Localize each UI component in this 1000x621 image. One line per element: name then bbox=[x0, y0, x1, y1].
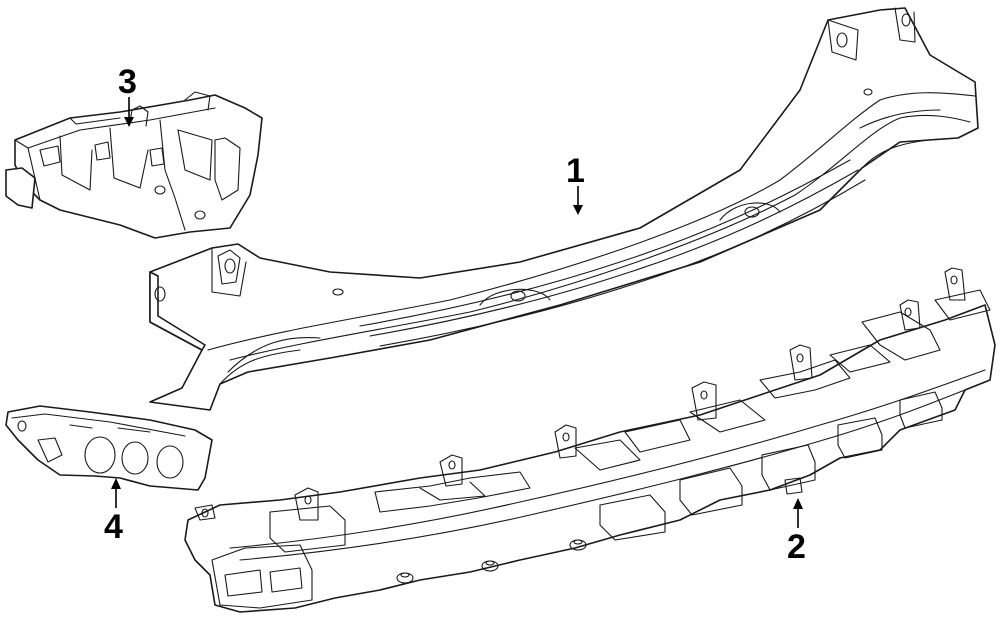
side-bracket[interactable] bbox=[5, 405, 213, 491]
callout-2: 2 bbox=[787, 498, 806, 566]
impact-bar[interactable] bbox=[149, 7, 979, 411]
arrow-head bbox=[793, 498, 803, 509]
energy-absorber[interactable] bbox=[184, 267, 996, 613]
callout-1: 1 bbox=[566, 152, 585, 215]
mount-bracket[interactable] bbox=[5, 91, 263, 239]
arrow-head bbox=[111, 478, 121, 489]
callout-4: 4 bbox=[104, 478, 123, 546]
arrow-head bbox=[573, 205, 583, 215]
callout-label: 3 bbox=[118, 63, 137, 101]
callout-label: 4 bbox=[104, 508, 123, 546]
callout-3: 3 bbox=[118, 63, 137, 127]
callout-label: 2 bbox=[787, 528, 806, 566]
callout-label: 1 bbox=[566, 152, 585, 190]
arrow-head bbox=[124, 117, 134, 127]
